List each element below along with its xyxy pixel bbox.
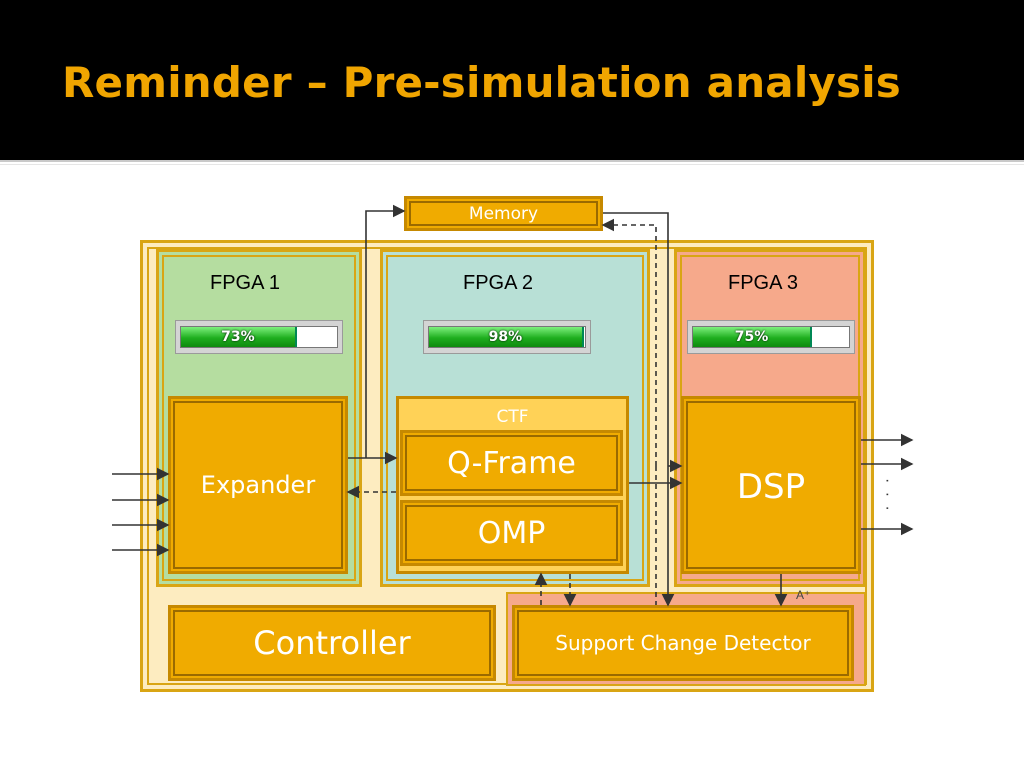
output-ellipsis: · · · bbox=[879, 478, 896, 513]
support-change-detector-block: Support Change Detector bbox=[512, 605, 854, 681]
fpga3-utilization-gauge: 75% bbox=[687, 320, 855, 354]
a-plus-label: A⁺ bbox=[796, 588, 811, 602]
ctf-label: CTF bbox=[496, 407, 529, 427]
slide-title: Reminder – Pre-simulation analysis bbox=[62, 58, 902, 107]
title-bar: Reminder – Pre-simulation analysis bbox=[0, 0, 1024, 160]
fpga2-utilization-text: 98% bbox=[488, 329, 523, 345]
divider bbox=[0, 164, 1024, 165]
fpga1-label: FPGA 1 bbox=[210, 272, 281, 294]
fpga2-label: FPGA 2 bbox=[463, 272, 534, 294]
qframe-block: Q-Frame bbox=[400, 430, 623, 496]
controller-block: Controller bbox=[168, 605, 496, 681]
fpga2-utilization-gauge: 98% bbox=[423, 320, 591, 354]
expander-block: Expander bbox=[168, 396, 348, 574]
fpga2-utilization-fill bbox=[429, 327, 584, 347]
expander-to-memory-arrow bbox=[365, 204, 406, 458]
fpga3-utilization-text: 75% bbox=[734, 329, 769, 345]
fpga1-utilization-fill bbox=[181, 327, 297, 347]
divider bbox=[0, 160, 1024, 162]
fpga1-utilization-text: 73% bbox=[221, 329, 255, 345]
memory-block: Memory bbox=[404, 196, 603, 231]
dsp-to-memory-arrow bbox=[601, 218, 657, 466]
fpga3-label: FPGA 3 bbox=[728, 272, 799, 294]
omp-block: OMP bbox=[400, 500, 623, 566]
fpga1-utilization-gauge: 73% bbox=[175, 320, 343, 354]
memory-to-dsp-arrow bbox=[603, 212, 675, 607]
fpga3-utilization-fill bbox=[693, 327, 812, 347]
